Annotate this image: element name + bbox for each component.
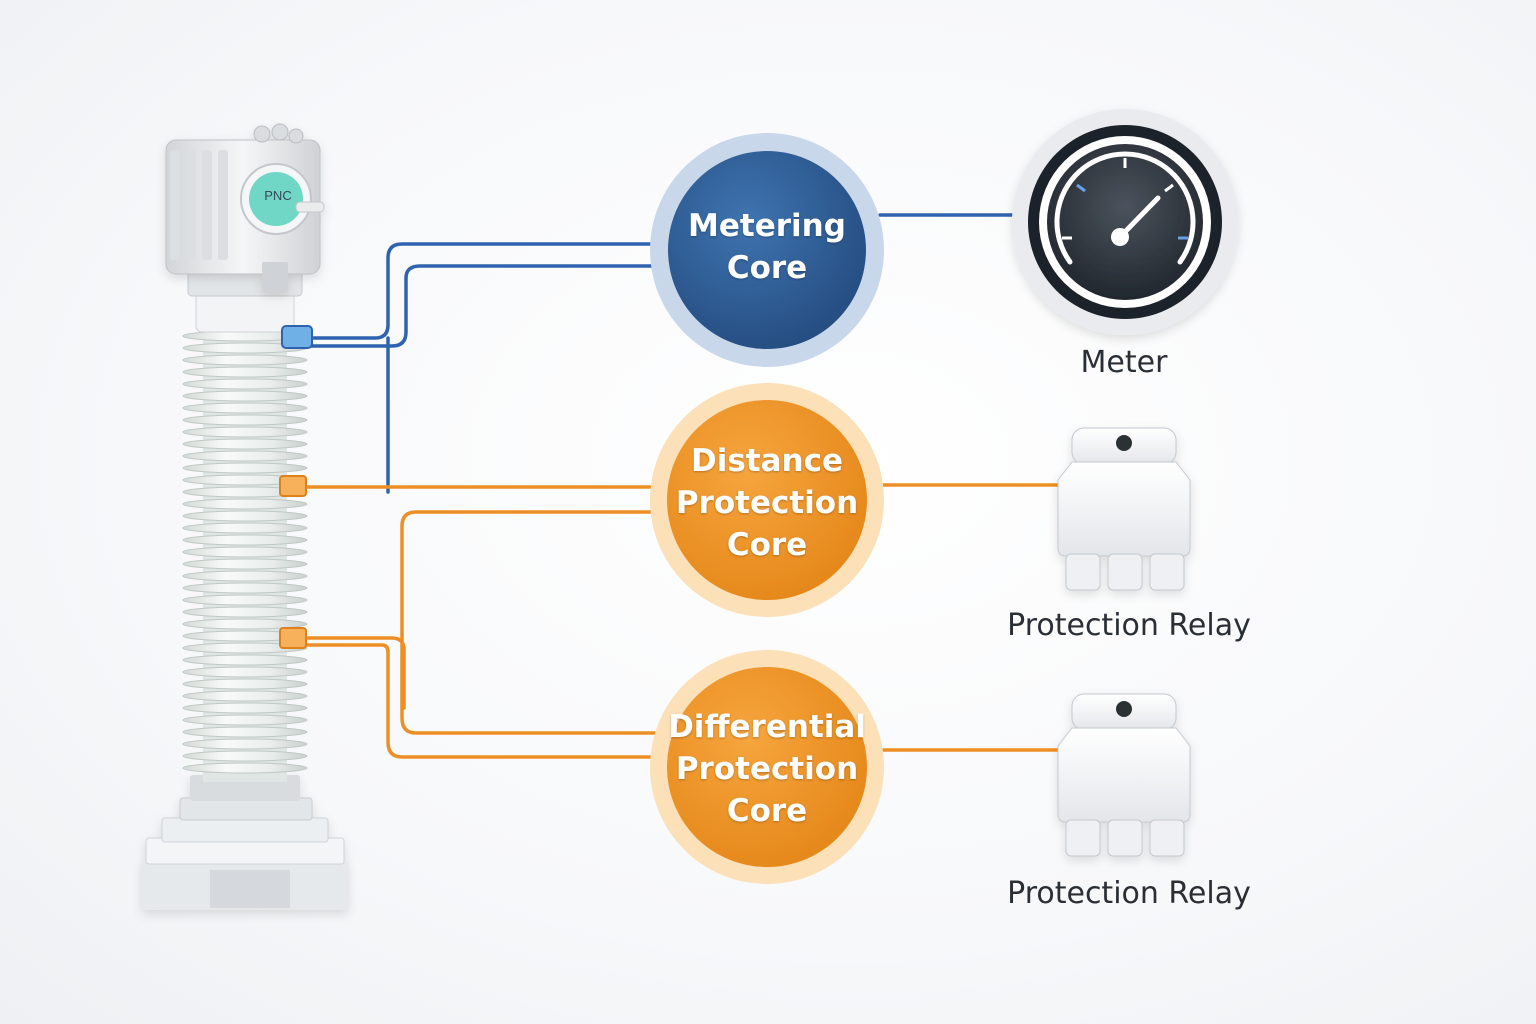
transformer-head <box>165 123 325 292</box>
insulator-shed <box>182 666 308 678</box>
insulator-shed <box>182 378 308 390</box>
relay-label: Protection Relay <box>1007 608 1251 643</box>
insulator-shed <box>182 402 308 414</box>
insulator-shed <box>182 438 308 450</box>
protection-wires <box>302 483 1064 759</box>
wires <box>302 213 1064 759</box>
core-label-line: Protection <box>675 751 859 787</box>
relay-label: Protection Relay <box>1007 876 1251 911</box>
insulator-shed <box>182 702 308 714</box>
insulator-shed <box>182 426 308 438</box>
insulator-shed <box>182 510 308 522</box>
brand-badge <box>249 172 303 226</box>
insulator-shed <box>182 582 308 594</box>
core-label-line: Core <box>726 527 808 563</box>
brand-text: PNC <box>264 188 292 203</box>
differential-protection-core <box>650 650 884 884</box>
insulator-shed <box>182 534 308 546</box>
metering-core-label: Metering Core <box>657 205 877 289</box>
insulator-shed <box>182 546 308 558</box>
insulator-shed <box>182 606 308 618</box>
insulator-shed <box>182 714 308 726</box>
differential-core-label: Differential Protection Core <box>657 706 877 832</box>
metering-core <box>650 133 884 367</box>
insulator-shed <box>182 450 308 462</box>
insulator-shed <box>182 654 308 666</box>
insulator-shed <box>182 522 308 534</box>
insulator-shed <box>182 690 308 702</box>
insulator-shed <box>182 390 308 402</box>
insulator-column <box>182 322 308 782</box>
insulator-shed <box>182 414 308 426</box>
distance-terminal <box>279 475 307 497</box>
differential-terminal <box>279 627 307 649</box>
insulator-shed <box>182 678 308 690</box>
core-label-line: Core <box>726 250 808 286</box>
insulator-shed <box>182 498 308 510</box>
core-label-line: Differential <box>668 709 866 745</box>
distance-protection-core <box>650 383 884 617</box>
insulator-shed <box>182 726 308 738</box>
insulator-shed <box>182 366 308 378</box>
insulator-shed <box>182 750 308 762</box>
head-collar <box>195 291 295 333</box>
insulator-shed <box>182 642 308 654</box>
core-label-line: Core <box>726 793 808 829</box>
insulator-shed <box>182 570 308 582</box>
core-label-line: Metering <box>688 208 846 244</box>
core-label-line: Protection <box>675 485 859 521</box>
metering-terminal <box>281 325 313 349</box>
insulator-shed <box>182 618 308 630</box>
relay-icon <box>1057 693 1191 857</box>
insulator-shed <box>182 594 308 606</box>
insulator-shed <box>182 762 308 774</box>
meter-label: Meter <box>1080 345 1168 380</box>
distance-core-label: Distance Protection Core <box>657 440 877 566</box>
transformer-base <box>142 775 348 910</box>
metering-wire <box>310 213 1034 494</box>
insulator-shed <box>182 354 308 366</box>
insulator-shed <box>182 462 308 474</box>
core-label-line: Distance <box>690 443 844 479</box>
current-transformer <box>142 123 348 910</box>
insulator-shed <box>182 558 308 570</box>
relay-icon <box>1057 427 1191 591</box>
gauge-icon <box>1012 109 1238 335</box>
insulator-shed <box>182 738 308 750</box>
